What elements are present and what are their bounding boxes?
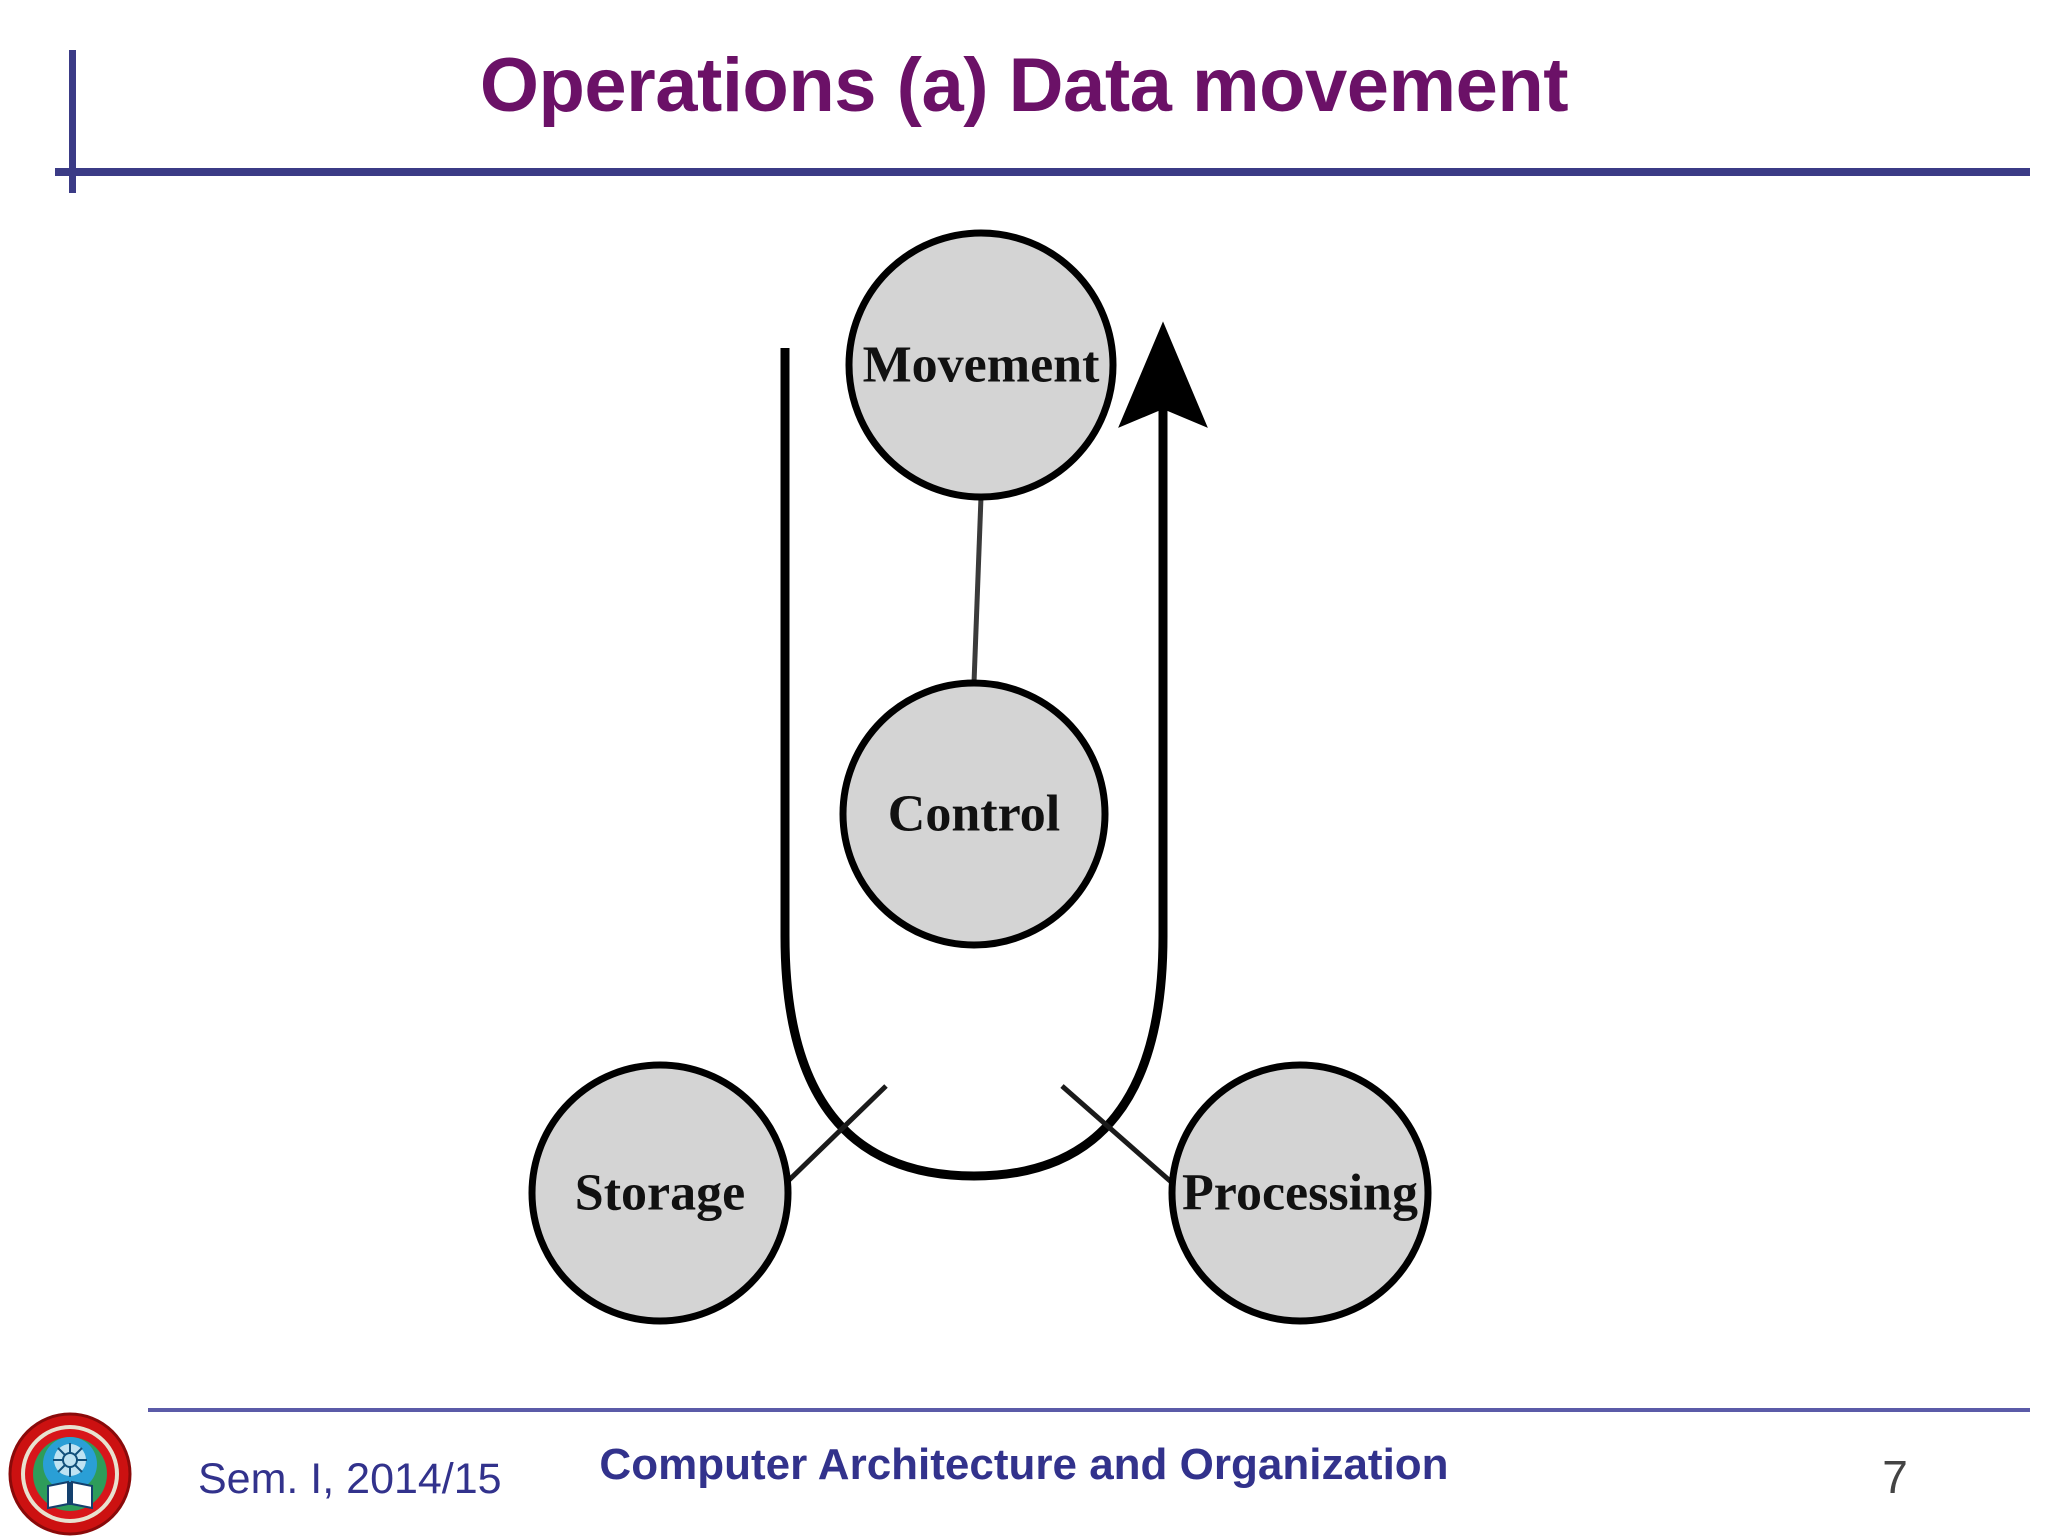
node-control[interactable]: Control	[839, 679, 1109, 949]
node-processing[interactable]: Processing	[1168, 1061, 1432, 1325]
addis-ababa-university-logo-icon	[8, 1412, 132, 1536]
node-storage[interactable]: Storage	[528, 1061, 792, 1325]
page-title: Operations (a) Data movement	[479, 43, 1569, 128]
footer-semester: Sem. I, 2014/15	[198, 1455, 502, 1503]
link-movement-control	[971, 496, 984, 684]
data-movement-diagram: Movement Control Storage Processing	[0, 176, 2048, 1376]
bus-path	[780, 348, 1168, 1181]
node-processing-label: Processing	[1182, 1165, 1418, 1222]
header-vertical-rule	[69, 50, 76, 193]
footer-page-number: 7	[1882, 1451, 1908, 1503]
footer-course-title: Computer Architecture and Organization	[599, 1440, 1449, 1489]
node-control-label: Control	[888, 786, 1060, 843]
footer-rule	[148, 1408, 2030, 1412]
header-horizontal-rule	[55, 168, 2030, 176]
node-storage-label: Storage	[575, 1165, 745, 1222]
bus-arrowhead	[1118, 321, 1208, 428]
node-movement[interactable]: Movement	[845, 229, 1117, 501]
node-movement-label: Movement	[863, 337, 1100, 394]
